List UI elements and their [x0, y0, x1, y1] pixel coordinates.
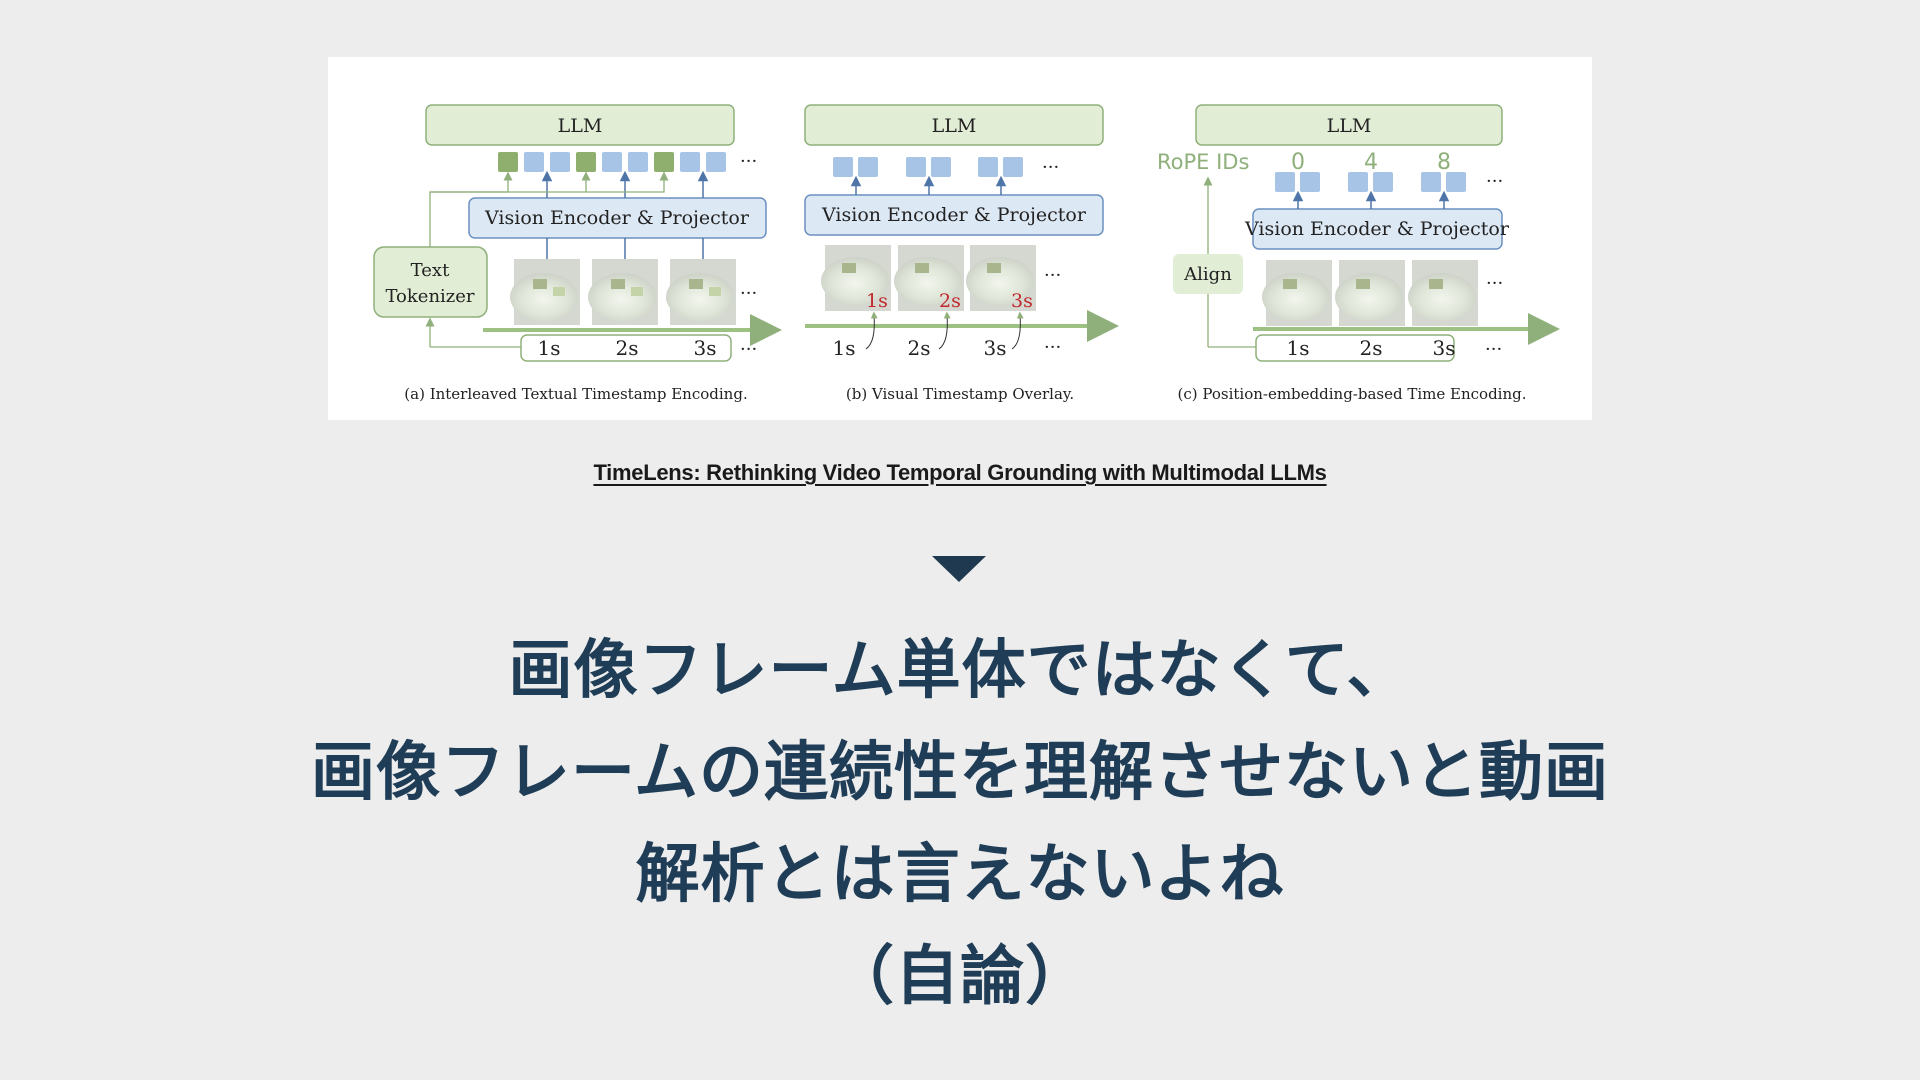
align-box [1173, 254, 1243, 294]
encoder-box [1252, 208, 1503, 250]
main-message: 画像フレーム単体ではなくて、 画像フレームの連続性を理解させないと動画 解析とは… [0, 620, 1920, 1028]
text-token [576, 152, 596, 172]
visual-token [628, 152, 648, 172]
ellipsis: ··· [1486, 273, 1503, 294]
ellipsis: ··· [740, 283, 757, 304]
timestamp-2s: 2s [616, 336, 639, 360]
timestamp-3s: 3s [694, 336, 717, 360]
ellipsis: ··· [740, 151, 757, 172]
paper-title-link-container: TimeLens: Rethinking Video Temporal Grou… [0, 460, 1920, 486]
encoder-arrows [541, 170, 709, 259]
overlay-pointers [865, 311, 1024, 350]
tokenizer-label-line1: Text [411, 260, 450, 281]
video-frames: ··· [1262, 260, 1503, 326]
llm-label: LLM [558, 115, 603, 137]
down-triangle-icon [932, 556, 986, 582]
tokenizer-connector [429, 171, 669, 247]
message-line-3: 解析とは言えないよね [635, 838, 1285, 912]
ellipsis: ··· [1486, 171, 1503, 192]
message-line-4: （自論） [830, 940, 1090, 1014]
visual-token [602, 152, 622, 172]
visual-token [550, 152, 570, 172]
video-frames-overlay: 1s 2s 3s ··· [821, 245, 1061, 312]
overlay-timestamp-1s: 1s [866, 290, 888, 312]
encoder-arrows [850, 175, 1007, 195]
encoder-label: Vision Encoder & Projector [821, 204, 1087, 226]
encoder-box [804, 194, 1104, 236]
text-tokenizer-box [373, 246, 488, 318]
visual-token [680, 152, 700, 172]
rope-id-8: 8 [1437, 150, 1451, 175]
timestamp-1s: 1s [1287, 336, 1310, 360]
panel-b: LLM ··· Vision Encoder & Projector 1s 2 [804, 104, 1119, 403]
timestamp-box [520, 334, 732, 362]
timestamp-2s: 2s [1360, 336, 1383, 360]
timestamp-3s: 3s [984, 336, 1007, 360]
video-frames: ··· [510, 259, 757, 325]
token-row: ··· [1275, 171, 1503, 192]
encoder-arrows [1292, 190, 1450, 209]
visual-token [524, 152, 544, 172]
encoder-box [468, 197, 767, 239]
ellipsis: ··· [1044, 337, 1061, 358]
token-row: ··· [833, 157, 1059, 178]
llm-box [425, 104, 735, 146]
caption-c: (c) Position-embedding-based Time Encodi… [1177, 385, 1526, 403]
encoder-label: Vision Encoder & Projector [484, 207, 750, 229]
rope-ids-label: RoPE IDs [1157, 150, 1249, 174]
align-label: Align [1183, 264, 1232, 285]
timestamp-3s: 3s [1433, 336, 1456, 360]
text-token [498, 152, 518, 172]
overlay-timestamp-3s: 3s [1011, 290, 1033, 312]
visual-token [706, 152, 726, 172]
panel-c: LLM RoPE IDs 0 4 8 ··· Vision Encoder & … [1157, 104, 1560, 403]
llm-label: LLM [932, 115, 977, 137]
encoder-label: Vision Encoder & Projector [1244, 218, 1510, 240]
ellipsis: ··· [1044, 265, 1061, 286]
time-encoding-figure: LLM ··· Vision Encoder & Projector [373, 104, 1560, 403]
caption-a: (a) Interleaved Textual Timestamp Encodi… [404, 385, 747, 403]
figure-panel: LLM ··· Vision Encoder & Projector [328, 57, 1592, 420]
rope-id-4: 4 [1364, 150, 1378, 175]
panel-a: LLM ··· Vision Encoder & Projector [373, 104, 782, 403]
tokenizer-label-line2: Tokenizer [385, 286, 474, 307]
paper-title-link[interactable]: TimeLens: Rethinking Video Temporal Grou… [593, 460, 1327, 485]
timestamp-2s: 2s [908, 336, 931, 360]
ellipsis: ··· [1485, 339, 1502, 360]
llm-box [1195, 104, 1503, 146]
timestamp-box [1255, 334, 1455, 362]
token-row: ··· [498, 151, 757, 172]
timestamp-1s: 1s [833, 336, 856, 360]
ellipsis: ··· [1042, 157, 1059, 178]
message-line-2: 画像フレームの連続性を理解させないと動画 [310, 736, 1610, 810]
ellipsis: ··· [740, 339, 757, 360]
llm-label: LLM [1327, 115, 1372, 137]
timestamp-1s: 1s [538, 336, 561, 360]
llm-box [804, 104, 1104, 146]
caption-b: (b) Visual Timestamp Overlay. [846, 385, 1074, 403]
overlay-timestamp-2s: 2s [939, 290, 961, 312]
rope-id-0: 0 [1291, 150, 1305, 175]
text-token [654, 152, 674, 172]
message-line-1: 画像フレーム単体ではなくて、 [508, 634, 1412, 708]
